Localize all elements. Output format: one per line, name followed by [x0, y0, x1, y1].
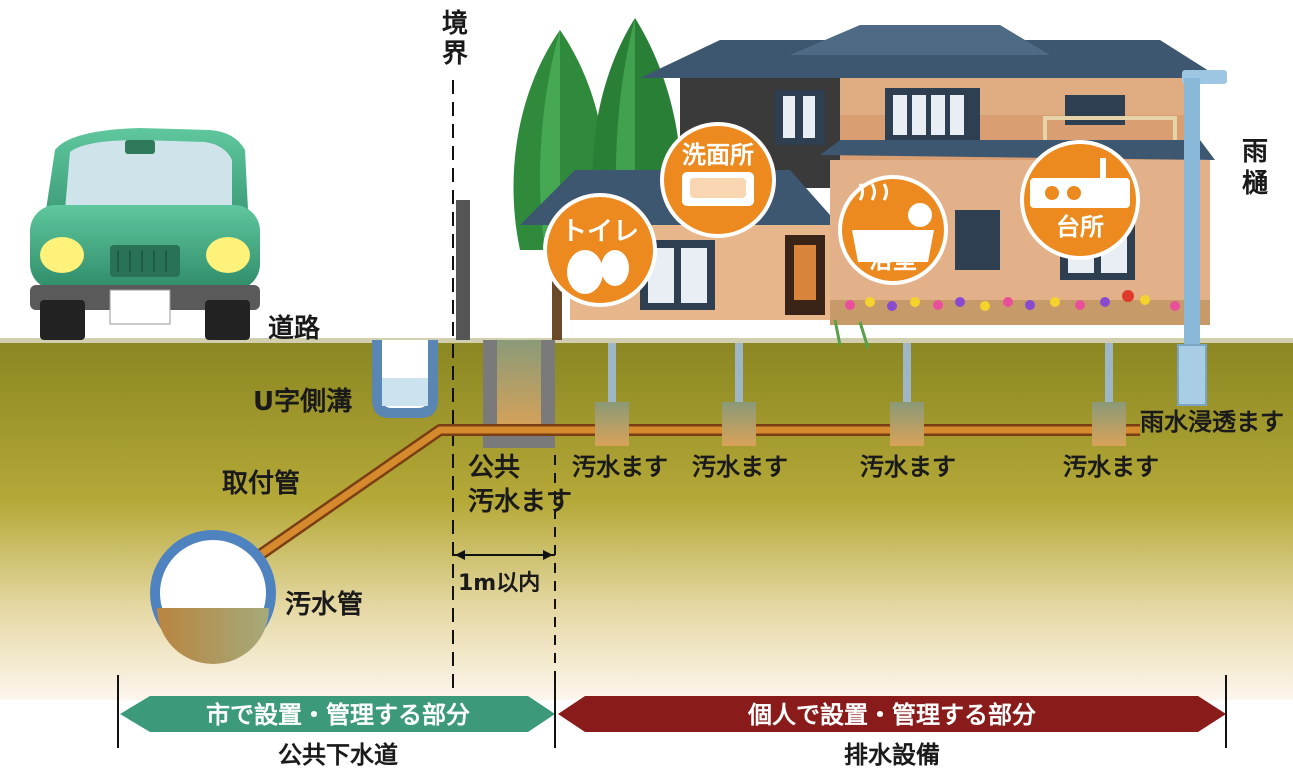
sewer-pipe-label: 汚水管	[285, 590, 363, 620]
private-section-arrow: 個人で設置・管理する部分	[558, 675, 1227, 748]
private-caption: 排水設備	[844, 741, 940, 769]
badge-washroom: 洗面所	[660, 122, 776, 238]
room-label-washroom: 洗面所	[682, 141, 754, 169]
flowers	[845, 290, 1200, 311]
connection-pipe-label: 取付管	[222, 469, 300, 499]
badge-toilet: トイレ	[543, 193, 657, 307]
within-1m-label: 1m以内	[458, 571, 540, 596]
city-caption: 公共下水道	[278, 741, 398, 769]
boundary-label-1: 境	[442, 8, 468, 39]
u-gutter-label: U字側溝	[253, 386, 352, 417]
sewage-basin-label-4: 汚水ます	[1063, 453, 1159, 481]
drainpipe-label-2: 樋	[1242, 169, 1268, 199]
road-label: 道路	[268, 313, 321, 344]
city-section-label: 市で設置・管理する部分	[206, 701, 470, 729]
room-label-toilet: トイレ	[561, 217, 639, 247]
sewage-basin-label-1: 汚水ます	[572, 453, 668, 481]
car	[30, 128, 260, 340]
rain-gutter-pipe	[1177, 70, 1227, 406]
drainpipe-label-1: 雨	[1242, 137, 1268, 167]
boundary-wall	[456, 200, 470, 340]
sewage-basin-label-3: 汚水ます	[860, 453, 956, 481]
badge-bathroom: 浴室	[838, 175, 948, 285]
boundary-label-2: 界	[442, 39, 468, 69]
city-section-arrow: 市で設置・管理する部分	[117, 675, 555, 748]
room-label-kitchen: 台所	[1056, 213, 1104, 241]
ground-surface	[0, 338, 1293, 343]
one-meter-dimension	[453, 455, 556, 700]
sewer-main-pipe	[150, 530, 276, 664]
badge-kitchen: 台所	[1020, 140, 1140, 260]
rain-infiltration-label: 雨水浸透ます	[1140, 408, 1284, 436]
public-basin-label-1: 公共	[468, 453, 520, 483]
public-basin-label-2: 汚水ます	[468, 487, 572, 517]
private-section-label: 個人で設置・管理する部分	[747, 701, 1036, 729]
sewage-basin-label-2: 汚水ます	[692, 453, 788, 481]
room-label-bathroom: 浴室	[869, 246, 917, 274]
u-gutter	[372, 340, 438, 418]
private-sewage-basins	[595, 343, 1126, 446]
